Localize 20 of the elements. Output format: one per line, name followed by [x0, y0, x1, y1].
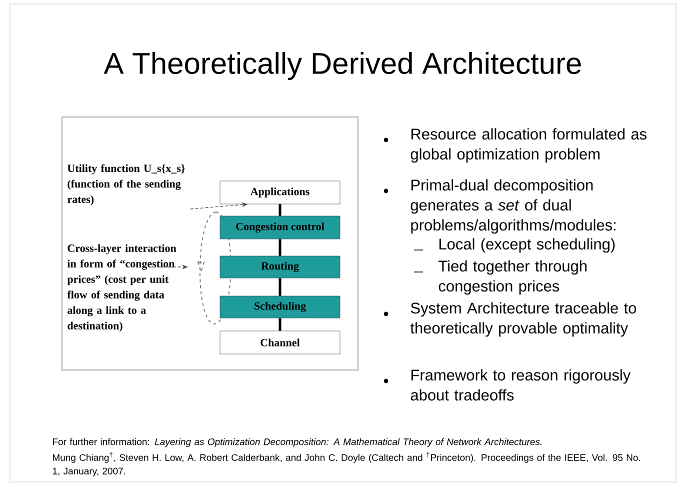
- annotation-text: Cross-layer interaction in form of “congestion prices” (cost per unit flow of sending data along a link to a destination): [67, 244, 176, 332]
- bullet-text: System Architecture traceable to theoretically provable optimality: [410, 302, 636, 337]
- bullet-text: Tied together through congestion prices: [438, 260, 587, 295]
- citation-text: Mung Chiang$^{†}$, Steven H. Low, A. Robert Calderbank, and John C. Doyle (Caltech and $^{†}$Princeton). Proceedings of the IEEE, Vol. 95 No. 1, January, 2007.: [52, 452, 640, 476]
- layer-box: Scheduling: [220, 296, 340, 318]
- connector-line: [278, 239, 282, 256]
- layer-box: Applications: [220, 180, 340, 204]
- connector-line: [278, 318, 282, 331]
- citation-text: For further information: Layering as Optimization Decomposition: A Mathematical Theory of Network Architectures.: [53, 438, 542, 448]
- connector-line: [278, 204, 282, 216]
- bullet-text: Local (except scheduling): [439, 238, 615, 253]
- bullet-text: Resource allocation formulated as global optimization problem: [410, 128, 646, 163]
- layer-box: Channel: [220, 330, 340, 354]
- layer-box: Routing: [220, 256, 340, 278]
- bullet-text: Primal-dual decomposition generates a set of dual problems/algorithms/modules:: [410, 179, 616, 234]
- connector-line: [278, 278, 282, 296]
- slide-title: A Theoretically Derived Architecture: [104, 52, 581, 80]
- annotation-text: Utility function U_s{x_s} (function of the sending rates): [67, 164, 185, 206]
- layer-box: Congestion control: [220, 216, 340, 240]
- bullet-text: Framework to reason rigorously about tradeoffs: [410, 369, 631, 401]
